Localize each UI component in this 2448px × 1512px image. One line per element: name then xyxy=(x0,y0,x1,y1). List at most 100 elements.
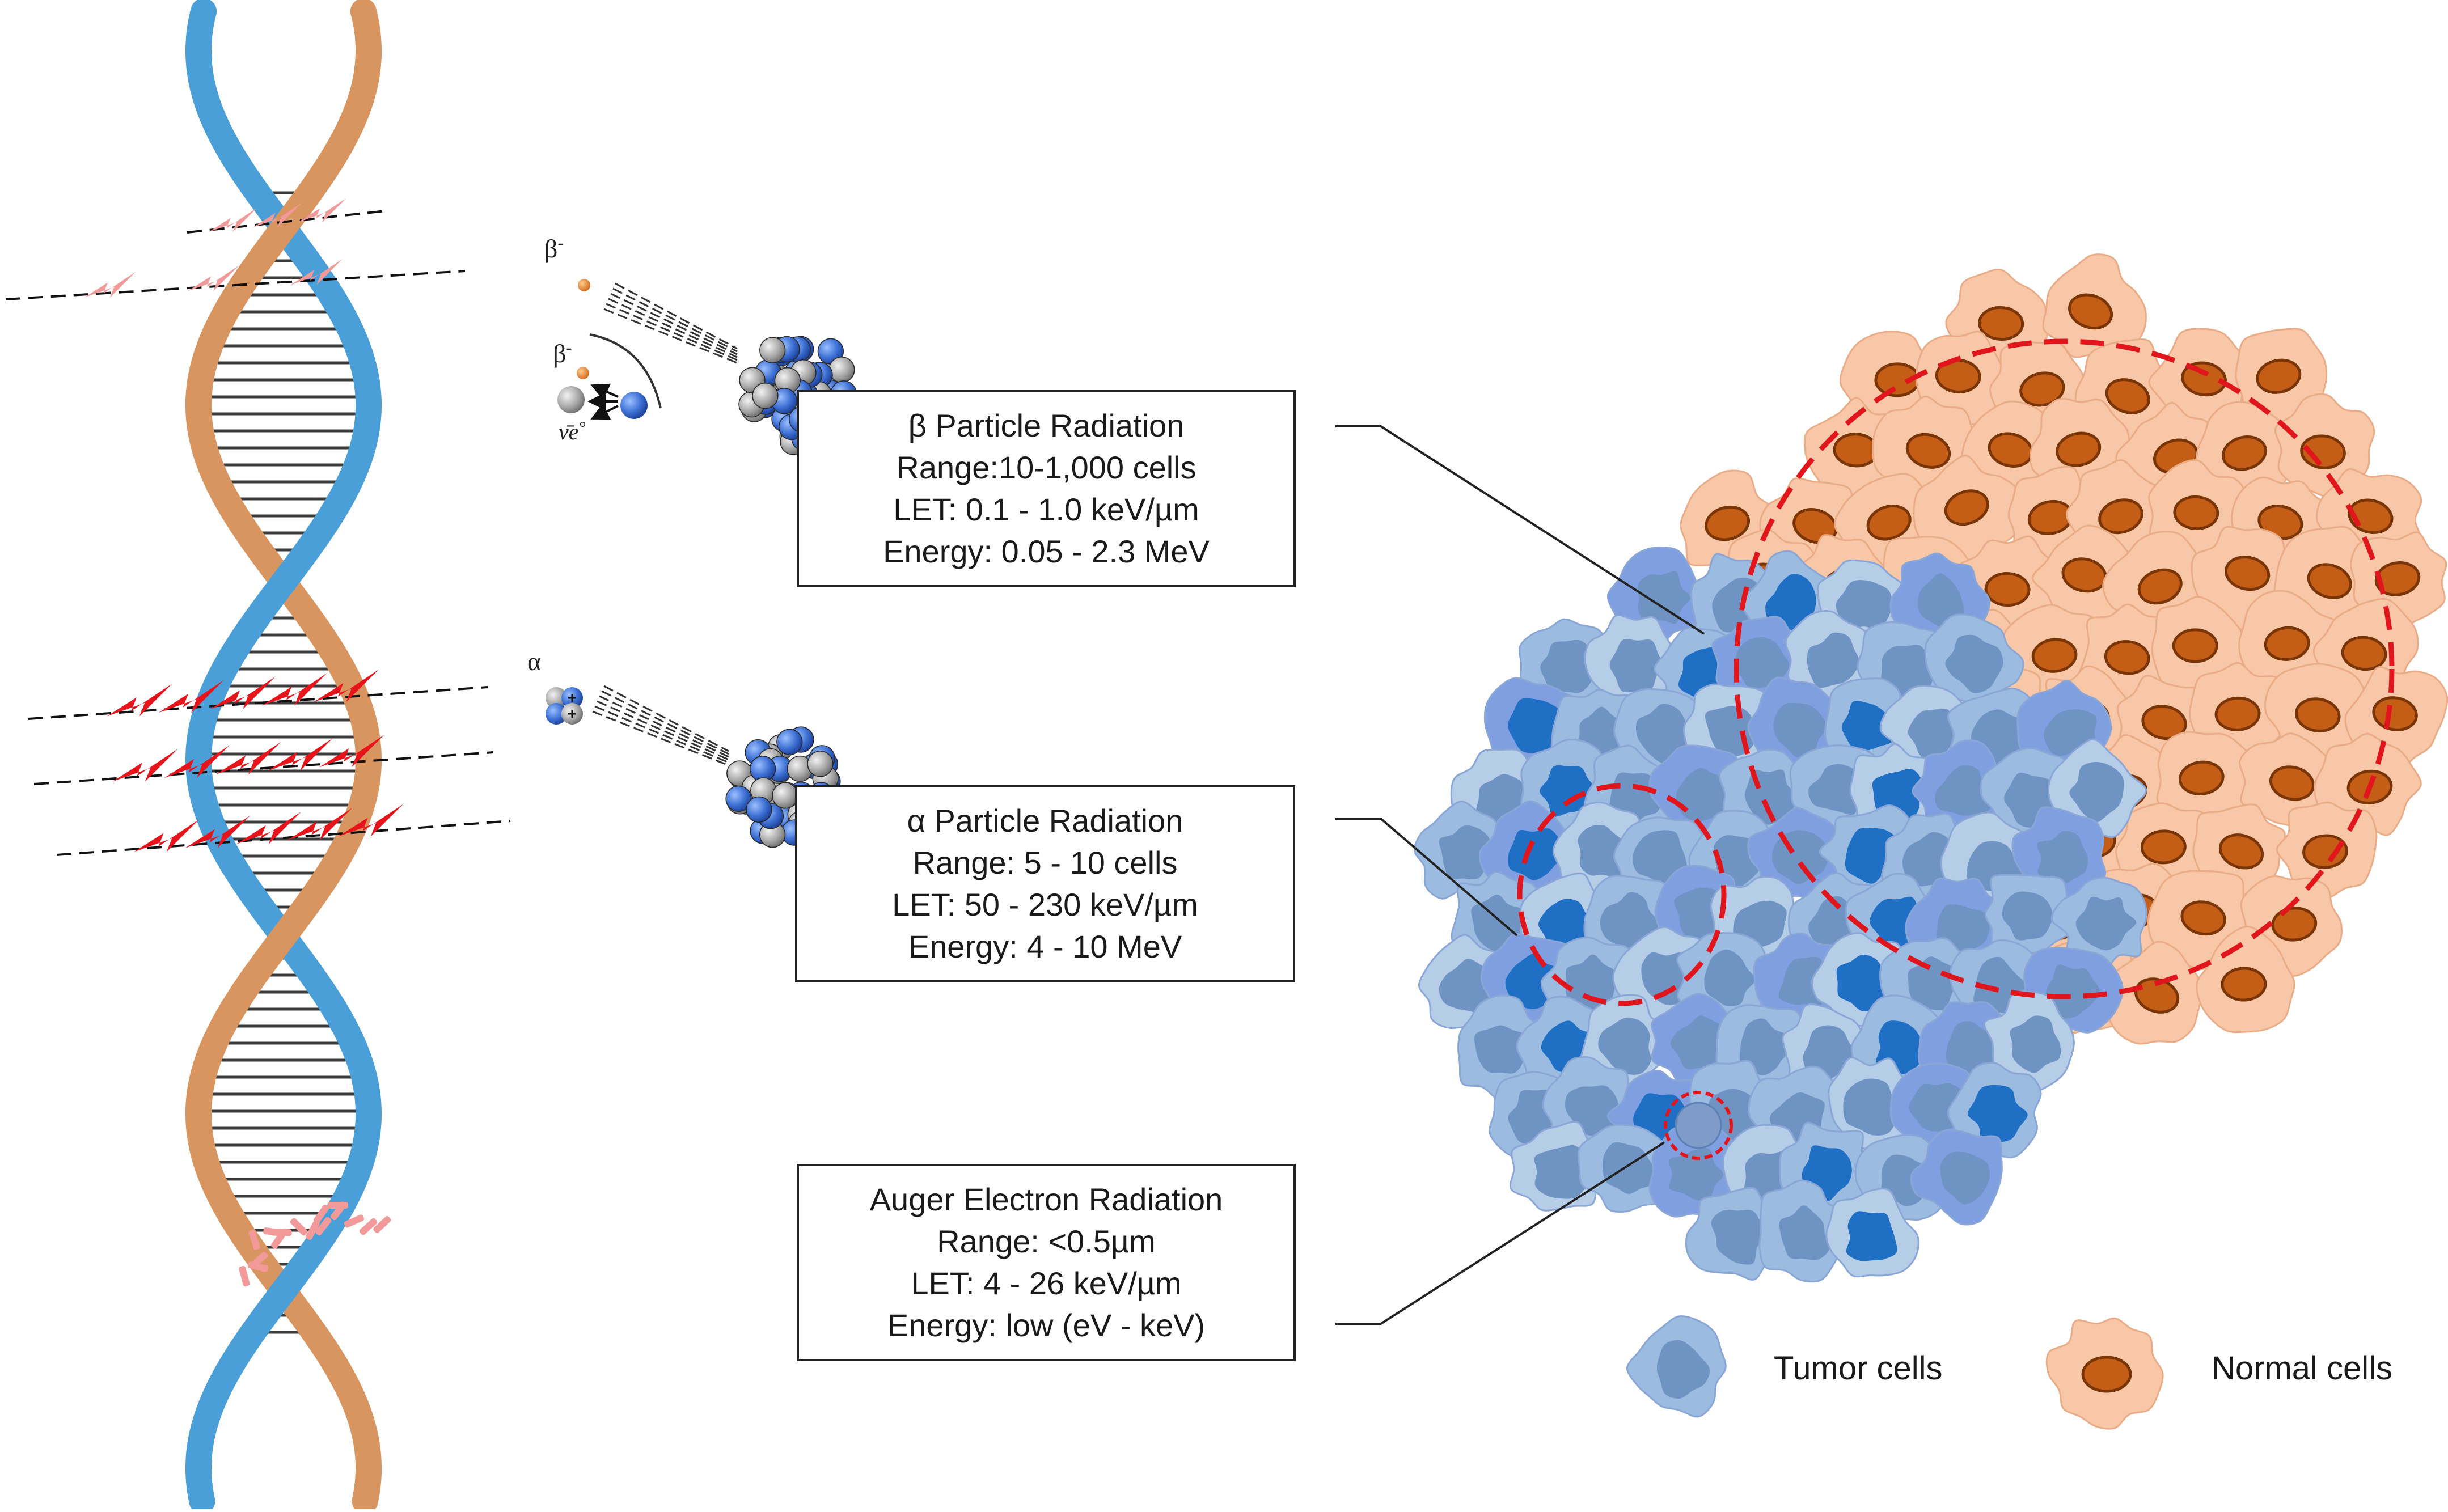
beta-box-energy: Energy: 0.05 - 2.3 MeV xyxy=(883,533,1210,569)
normal-cell-nucleus xyxy=(2374,561,2421,596)
tumor-cell-nucleus xyxy=(1439,959,1494,1014)
tumor-cell-nucleus xyxy=(1474,1025,1527,1074)
alpha-box-energy: Energy: 4 - 10 MeV xyxy=(908,929,1182,964)
nucleon xyxy=(772,782,798,809)
tumor-cell-nucleus xyxy=(1565,954,1616,1013)
tumor-cell-nucleus xyxy=(1609,639,1663,693)
normal-cell-nucleus xyxy=(2172,628,2218,663)
tumor-cell-nucleus xyxy=(1534,1145,1591,1199)
auger-target-nucleus xyxy=(1675,1102,1722,1149)
normal-cell-nucleus xyxy=(2105,378,2150,414)
tumor-cell-nucleus xyxy=(1637,571,1690,624)
tumor-cell xyxy=(1825,1188,1919,1278)
emission-streak xyxy=(606,303,738,361)
nucleon xyxy=(776,729,803,755)
normal-cell-nucleus xyxy=(2031,638,2078,673)
nucleon xyxy=(759,337,786,363)
auger-damage-fragment xyxy=(306,1220,320,1240)
normal-cell-nucleus xyxy=(1705,505,1751,541)
tumor-cell-nucleus xyxy=(1439,825,1490,879)
auger-damage-fragment xyxy=(330,1201,346,1221)
damage-bolt xyxy=(297,198,346,223)
auger-damage-fragment xyxy=(248,1229,260,1250)
tumor-cell-nucleus xyxy=(1765,573,1816,630)
damage-bolt xyxy=(252,202,302,228)
antineutrino-symbol: ν̄e° xyxy=(559,418,586,444)
auger-damage-fragment xyxy=(250,1251,268,1269)
tumor-cell-nucleus xyxy=(1881,645,1933,696)
damage-bolt xyxy=(290,259,343,285)
tumor-cell xyxy=(1910,1129,2003,1226)
auger-callout-line xyxy=(1335,1141,1665,1325)
normal-cell xyxy=(1913,455,2019,564)
damage-bolt xyxy=(107,684,172,717)
alpha-symbol: α xyxy=(527,647,542,676)
beta-symbol-1: β- xyxy=(544,234,564,263)
legend-icons xyxy=(1626,1315,2164,1430)
alpha-nucleon xyxy=(546,703,567,725)
auger-box-title: Auger Electron Radiation xyxy=(869,1181,1223,1217)
damage-bolt xyxy=(84,272,136,298)
tumor-cell xyxy=(1984,990,2075,1093)
tumor-cell-nucleus xyxy=(1918,573,1965,628)
damage-bolt xyxy=(236,811,302,845)
auger-info-box: Auger Electron Radiation Range: <0.5µm L… xyxy=(797,1164,1296,1361)
normal-cell-nucleus xyxy=(2056,431,2102,467)
tumor-cell-nucleus xyxy=(1846,1211,1897,1261)
tumor-cell-nucleus xyxy=(1598,1018,1651,1075)
emission-streak xyxy=(608,298,738,358)
beta-symbol-2: β- xyxy=(553,338,572,368)
normal-cell-nucleus xyxy=(2256,358,2302,394)
auger-damage-fragment xyxy=(239,1265,250,1287)
alpha-callout-line xyxy=(1335,818,1518,937)
beta-info-box: β Particle Radiation Range:10-1,000 cell… xyxy=(797,390,1296,587)
neutrino-particle xyxy=(557,386,585,413)
normal-cell-nucleus xyxy=(1984,572,2031,607)
cell-cluster xyxy=(1414,253,2448,1283)
tumor-cell xyxy=(1924,613,2024,709)
normal-cell-nucleus xyxy=(2341,636,2387,671)
tumor-cell-nucleus xyxy=(2002,891,2053,941)
tumor-cell-nucleus xyxy=(1779,1205,1830,1260)
tumor-cell-nucleus xyxy=(1540,765,1598,817)
tumor-cell-nucleus xyxy=(2037,831,2088,884)
normal-cell-nucleus xyxy=(1833,433,1879,468)
tumor-cell-nucleus xyxy=(1540,639,1596,693)
dna-double-helix xyxy=(185,0,382,1512)
tumor-cell-nucleus xyxy=(1711,1209,1765,1265)
emission-streak xyxy=(592,710,729,766)
alpha-nucleon xyxy=(546,687,567,709)
tumor-cell-nucleus xyxy=(2069,761,2124,823)
emission-streak xyxy=(599,695,729,758)
alpha-box-let: LET: 50 - 230 keV/µm xyxy=(892,887,1198,922)
decay-arrow xyxy=(590,403,619,420)
auger-box-range: Range: <0.5µm xyxy=(937,1223,1156,1259)
normal-cell-nucleus xyxy=(2178,760,2225,795)
normal-cell-nucleus xyxy=(2294,697,2341,732)
normal-cell xyxy=(2156,731,2261,829)
tumor-cell xyxy=(1584,614,1684,708)
tumor-cell-nucleus xyxy=(1841,701,1893,751)
normal-cell-nucleus xyxy=(2173,495,2219,530)
normal-cell-nucleus xyxy=(1905,433,1951,469)
normal-cell-nucleus xyxy=(2098,498,2143,535)
normal-cell-nucleus xyxy=(2302,834,2348,869)
tumor-cell-nucleus xyxy=(1968,1085,2028,1142)
normal-cell-nucleus xyxy=(2300,434,2346,469)
emission-streak xyxy=(615,282,738,350)
proton-particle xyxy=(620,392,648,419)
damage-bolt xyxy=(267,738,333,771)
decay-arc xyxy=(589,333,662,409)
tumor-cell-nucleus xyxy=(1945,634,2003,693)
normal-cell xyxy=(1915,331,2010,426)
normal-cell-nucleus xyxy=(2214,696,2261,731)
particle-track xyxy=(56,820,511,856)
legend-tumor-icon xyxy=(1626,1315,1727,1418)
normal-cell-nucleus xyxy=(2140,829,2187,865)
beta-particle-dot xyxy=(577,367,589,379)
auger-box-let: LET: 4 - 26 keV/µm xyxy=(911,1265,1182,1301)
normal-cell-nucleus xyxy=(2221,967,2267,1002)
auger-damage-fragment xyxy=(373,1216,391,1234)
normal-cell-nucleus xyxy=(2271,907,2318,942)
